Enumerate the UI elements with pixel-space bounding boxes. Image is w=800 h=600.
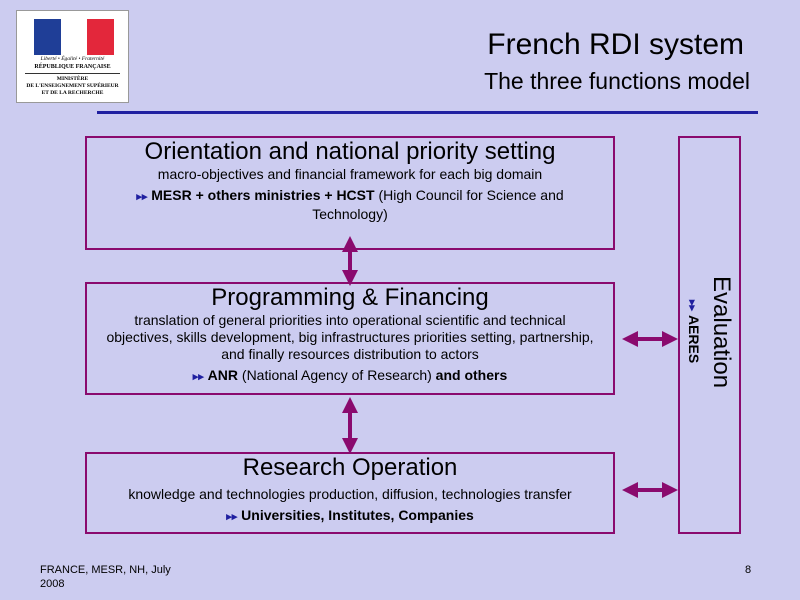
programming-actor: ▸▸ ANR (National Agency of Research) and…: [87, 367, 613, 386]
research-description: knowledge and technologies production, d…: [128, 486, 572, 502]
footer-source: FRANCE, MESR, NH, July 2008: [40, 564, 171, 590]
programming-actor-detail: (National Agency of Research): [238, 367, 436, 383]
research-actor: ▸▸ Universities, Institutes, Companies: [87, 507, 613, 526]
orientation-actor-name: MESR + others ministries + HCST: [151, 187, 375, 203]
research-actor-name: Universities, Institutes, Companies: [241, 507, 474, 523]
programming-actor-name: ANR: [207, 367, 239, 383]
logo-ministry-line2: DE L'ENSEIGNEMENT SUPÉRIEUR: [26, 83, 119, 89]
slide-title: French RDI system: [487, 28, 744, 61]
logo-republic: RÉPUBLIQUE FRANÇAISE: [34, 64, 111, 70]
logo-ministry-line3: ET DE LA RECHERCHE: [41, 90, 104, 96]
orientation-actor: ▸▸ MESR + others ministries + HCST (High…: [87, 187, 613, 223]
orientation-heading: Orientation and national priority settin…: [144, 138, 556, 165]
bullet-arrow-icon: ▸▸: [226, 511, 238, 523]
ministry-logo: Liberté • Égalité • Fraternité RÉPUBLIQU…: [16, 10, 129, 103]
evaluation-box: Evaluation ▸▸ AERES: [678, 136, 741, 534]
evaluation-actor-name: AERES: [686, 314, 702, 364]
bullet-arrow-icon: ▸▸: [136, 191, 148, 203]
research-heading: Research Operation: [242, 454, 458, 481]
evaluation-actor: ▸▸ AERES: [686, 300, 702, 363]
orientation-actor-detail: (High Council for Science and Technology…: [312, 187, 564, 222]
logo-ministry-line1: MINISTÈRE: [56, 76, 89, 82]
page-number: 8: [745, 564, 752, 576]
orientation-box: Orientation and national priority settin…: [85, 136, 615, 250]
programming-heading: Programming & Financing: [211, 284, 489, 311]
orientation-description: macro-objectives and financial framework…: [157, 166, 543, 182]
evaluation-label: Evaluation: [708, 276, 735, 389]
title-divider: [97, 111, 758, 114]
programming-actor-others: and others: [435, 367, 508, 383]
logo-motto: Liberté • Égalité • Fraternité: [40, 56, 105, 62]
slide-subtitle: The three functions model: [484, 68, 750, 94]
bullet-arrow-icon: ▸▸: [686, 300, 698, 312]
logo-ministry: MINISTÈRE DE L'ENSEIGNEMENT SUPÉRIEUR ET…: [17, 76, 128, 97]
research-box: Research Operation knowledge and technol…: [85, 452, 615, 534]
programming-description: translation of general priorities into o…: [106, 312, 594, 362]
french-flag-icon: [34, 19, 115, 55]
bullet-arrow-icon: ▸▸: [192, 371, 204, 383]
programming-box: Programming & Financing translation of g…: [85, 282, 615, 395]
